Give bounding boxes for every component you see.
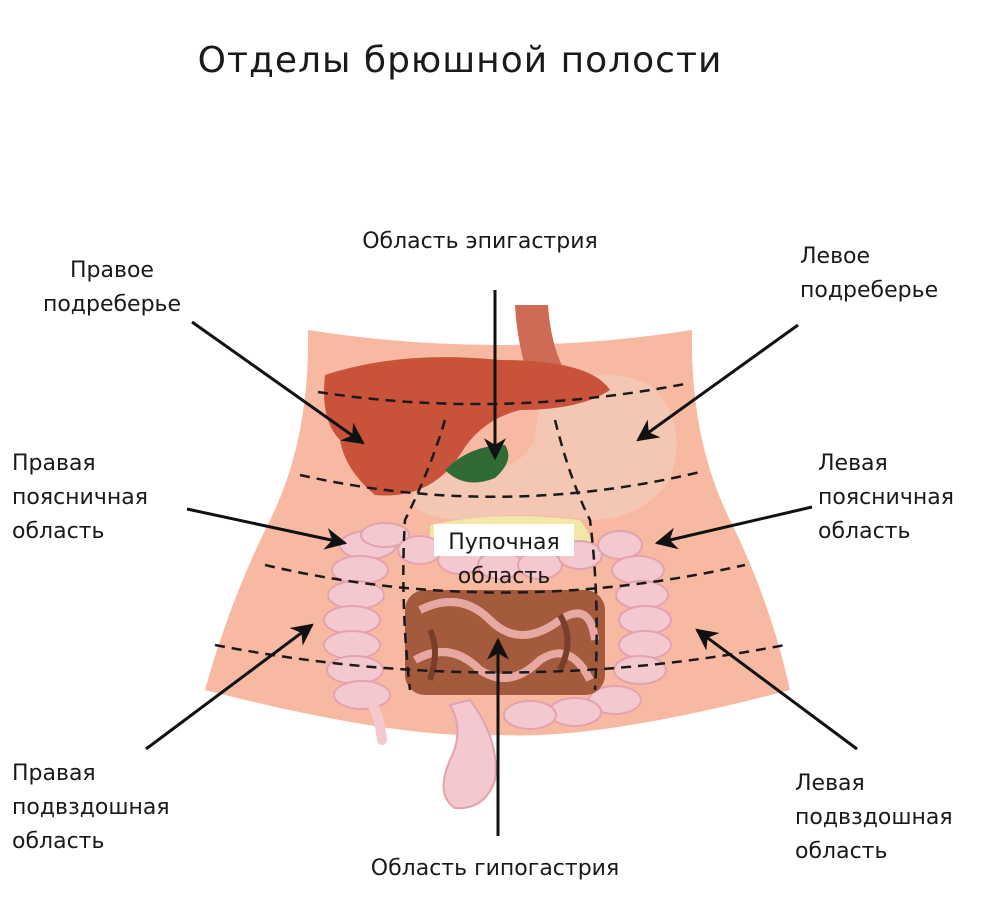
region-dividers [214, 381, 786, 691]
label-left-lumbar: Левая поясничная область [818, 451, 954, 544]
stomach [410, 374, 677, 520]
liver [324, 357, 610, 496]
arrow-right-iliac [145, 623, 314, 751]
arrow-left-iliac [695, 628, 858, 751]
small-intestine [405, 590, 605, 695]
label-umbilical: Пупочная область [448, 530, 560, 589]
label-right-iliac: Правая подвздошная область [12, 761, 170, 854]
diagram-title: Отделы брюшной полости [197, 40, 723, 81]
appendix [367, 697, 387, 745]
label-epigastric: Область эпигастрия [362, 229, 598, 254]
arrow-right-lumbar [186, 507, 348, 550]
arrow-right-hypochondrium [191, 320, 365, 445]
sigmoid-rectum [442, 698, 497, 810]
arrow-left-hypochondrium [636, 323, 799, 442]
label-right-lumbar: Правая поясничная область [12, 451, 148, 544]
ascending-colon [323, 522, 410, 710]
label-hypogastric: Область гипогастрия [370, 856, 620, 881]
arrow-left-lumbar [654, 505, 813, 550]
label-left-iliac: Левая подвздошная область [795, 771, 953, 864]
umbilical-label-box [434, 524, 574, 556]
descending-colon [503, 555, 672, 730]
label-right-hypochondrium: Правое подреберье [42, 258, 182, 317]
label-left-hypochondrium: Левое подреберье [800, 244, 939, 303]
callout-arrows [145, 290, 858, 836]
